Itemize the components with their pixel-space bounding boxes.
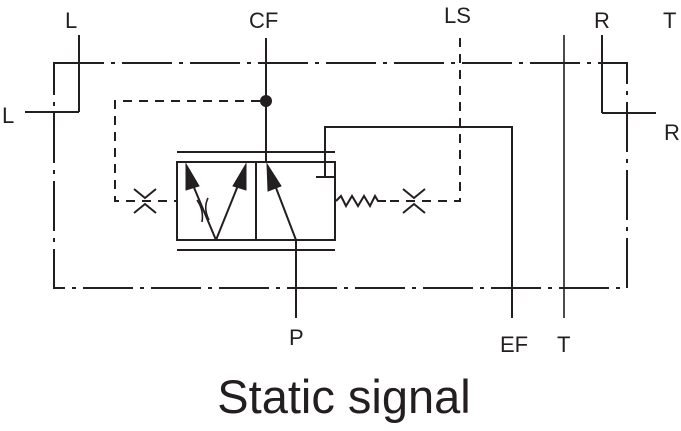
diagram-caption: Static signal: [217, 370, 470, 423]
cf-port-line: [260, 38, 272, 162]
left-pilot-orifice: [133, 188, 157, 214]
port-label-cf: CF: [249, 8, 278, 33]
r-port-lines: [601, 35, 656, 114]
port-label-l-top: L: [65, 8, 77, 33]
ef-port-line: [316, 126, 513, 318]
port-label-r-right: R: [664, 120, 680, 145]
port-label-t-top: T: [663, 8, 676, 33]
priority-valve-spool: [176, 151, 336, 251]
port-label-t-bottom: T: [557, 332, 570, 357]
right-pilot-orifice: [402, 188, 426, 214]
spring: [335, 193, 386, 209]
junction-dot: [260, 95, 272, 107]
enclosure-boundary: [53, 62, 628, 289]
port-label-ef: EF: [500, 332, 528, 357]
ls-pilot-line: [378, 38, 461, 202]
l-port-lines: [25, 35, 80, 113]
left-pilot-line: [114, 100, 260, 202]
left-envelope-arrows: [185, 162, 247, 241]
port-label-p: P: [289, 325, 304, 350]
port-label-r-top: R: [594, 8, 610, 33]
right-envelope-arrow: [266, 162, 297, 241]
port-label-l-left: L: [2, 103, 14, 128]
port-label-ls: LS: [444, 3, 471, 28]
